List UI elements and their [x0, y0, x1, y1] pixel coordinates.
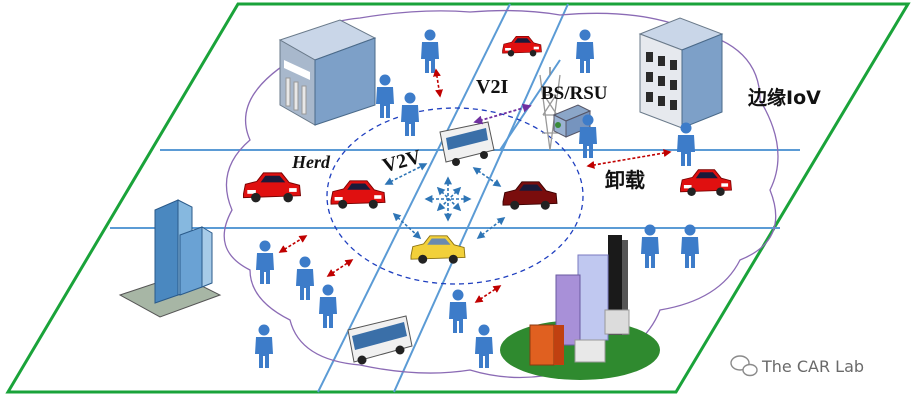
cell-tower-icon	[539, 67, 592, 151]
city-cluster-icon	[500, 235, 660, 380]
watermark-text: The CAR Lab	[761, 357, 864, 376]
car-icon	[502, 181, 558, 210]
bs-rsu-label: BS/RSU	[541, 83, 608, 104]
taxi-icon	[410, 235, 466, 264]
offload-arrows	[278, 68, 672, 303]
v2v-range	[326, 107, 584, 285]
v2i-label: V2I	[476, 76, 508, 98]
bus-icon	[439, 121, 495, 166]
offload-label: 卸载	[605, 168, 645, 192]
bank-building-icon	[278, 19, 377, 126]
edge-cloud-boundary	[223, 9, 779, 379]
v2v-arrows	[384, 163, 506, 240]
herd-label: Herd	[291, 152, 331, 172]
wechat-icon	[730, 355, 758, 377]
bus-icon	[347, 315, 413, 365]
v2i-arrow	[473, 103, 532, 125]
office-building-icon	[638, 17, 724, 129]
edge-iov-label: 边缘IoV	[747, 87, 821, 109]
skyscraper-icon	[118, 199, 222, 318]
